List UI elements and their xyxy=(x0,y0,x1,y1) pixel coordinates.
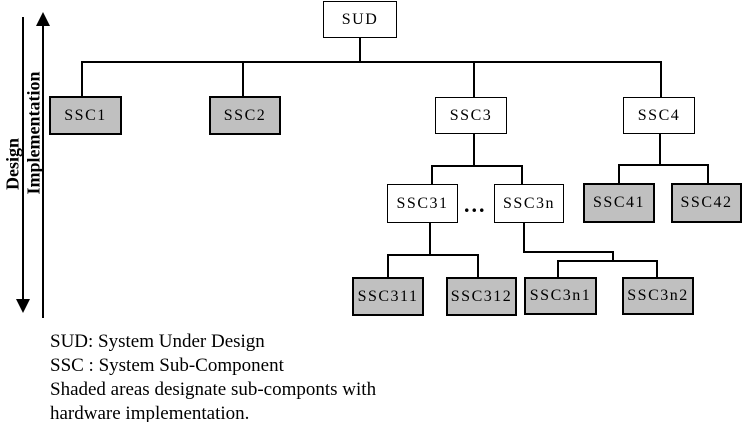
connector-ssc3-children-bar xyxy=(431,165,523,167)
connector-ssc3n1-drop xyxy=(557,260,559,277)
implementation-axis-line xyxy=(42,15,44,318)
node-ssc3n1-label: SSC3n1 xyxy=(529,287,592,304)
node-ssc3: SSC3 xyxy=(435,97,507,134)
connector-ssc4-stem xyxy=(659,133,661,166)
node-ssc41: SSC41 xyxy=(583,183,655,223)
node-sud: SUD xyxy=(323,1,397,38)
connector-ssc31-stem xyxy=(429,223,431,256)
node-ssc41-label: SSC41 xyxy=(593,194,645,211)
up-arrow-icon xyxy=(36,12,50,26)
node-ssc1: SSC1 xyxy=(49,96,122,135)
connector-ssc3-drop xyxy=(473,61,475,97)
node-ssc3n1: SSC3n1 xyxy=(524,277,597,315)
connector-sud-stem xyxy=(359,38,361,62)
node-ssc31: SSC31 xyxy=(387,184,458,223)
down-arrow-icon xyxy=(16,299,30,313)
connector-ssc4-children-bar xyxy=(618,164,709,166)
node-ssc3n: SSC3n xyxy=(494,184,564,223)
connector-ssc3-stem xyxy=(473,133,475,167)
node-ssc42-label: SSC42 xyxy=(680,194,733,211)
node-ssc312-label: SSC312 xyxy=(450,287,513,305)
node-ssc3n-label: SSC3n xyxy=(503,194,555,212)
node-ssc3n2: SSC3n2 xyxy=(622,277,694,315)
connector-ssc3n2-drop xyxy=(656,260,658,277)
connector-ssc3n-jog-horizontal xyxy=(523,251,614,253)
node-ssc1-label: SSC1 xyxy=(64,106,107,124)
implementation-axis-label: Implementation xyxy=(23,71,44,195)
connector-ssc2-drop xyxy=(242,61,244,96)
connector-ssc3n-children-bar xyxy=(557,260,658,262)
ellipsis-more-siblings: ... xyxy=(464,192,487,217)
connector-ssc31-drop xyxy=(431,165,433,184)
node-ssc2: SSC2 xyxy=(209,96,281,135)
design-axis-line xyxy=(22,17,24,309)
legend-line-shaded-2: hardware implementation. xyxy=(50,403,250,422)
node-ssc3n2-label: SSC3n2 xyxy=(627,287,689,304)
node-ssc2-label: SSC2 xyxy=(223,106,267,124)
connector-ssc311-drop xyxy=(387,254,389,277)
node-ssc42: SSC42 xyxy=(671,183,742,223)
legend-line-ssc: SSC : System Sub-Component xyxy=(50,355,284,376)
connector-ssc31-children-bar xyxy=(387,254,479,256)
connector-ssc1-drop xyxy=(81,61,83,96)
connector-ssc42-drop xyxy=(707,164,709,183)
connector-ssc3n-stem xyxy=(523,223,525,253)
connector-ssc41-drop xyxy=(618,164,620,183)
node-ssc311: SSC311 xyxy=(352,277,424,316)
node-ssc311-label: SSC311 xyxy=(357,287,419,305)
connector-ssc4-drop xyxy=(660,61,662,97)
node-ssc312: SSC312 xyxy=(446,277,517,316)
connector-ssc312-drop xyxy=(477,254,479,277)
legend-line-sud: SUD: System Under Design xyxy=(50,331,265,352)
node-ssc3-label: SSC3 xyxy=(449,106,493,124)
connector-sud-children-bar xyxy=(81,61,662,63)
node-ssc31-label: SSC31 xyxy=(396,194,449,212)
node-ssc4: SSC4 xyxy=(623,97,695,134)
legend-line-shaded-1: Shaded areas designate sub-componts with xyxy=(50,379,377,400)
design-axis-label: Design xyxy=(2,137,23,191)
connector-ssc3n-drop xyxy=(521,165,523,184)
node-ssc4-label: SSC4 xyxy=(637,106,681,124)
connector-ssc3n-jog-vertical xyxy=(612,251,614,262)
node-sud-label: SUD xyxy=(341,10,379,28)
legend: SUD: System Under Design SSC : System Su… xyxy=(50,330,376,422)
